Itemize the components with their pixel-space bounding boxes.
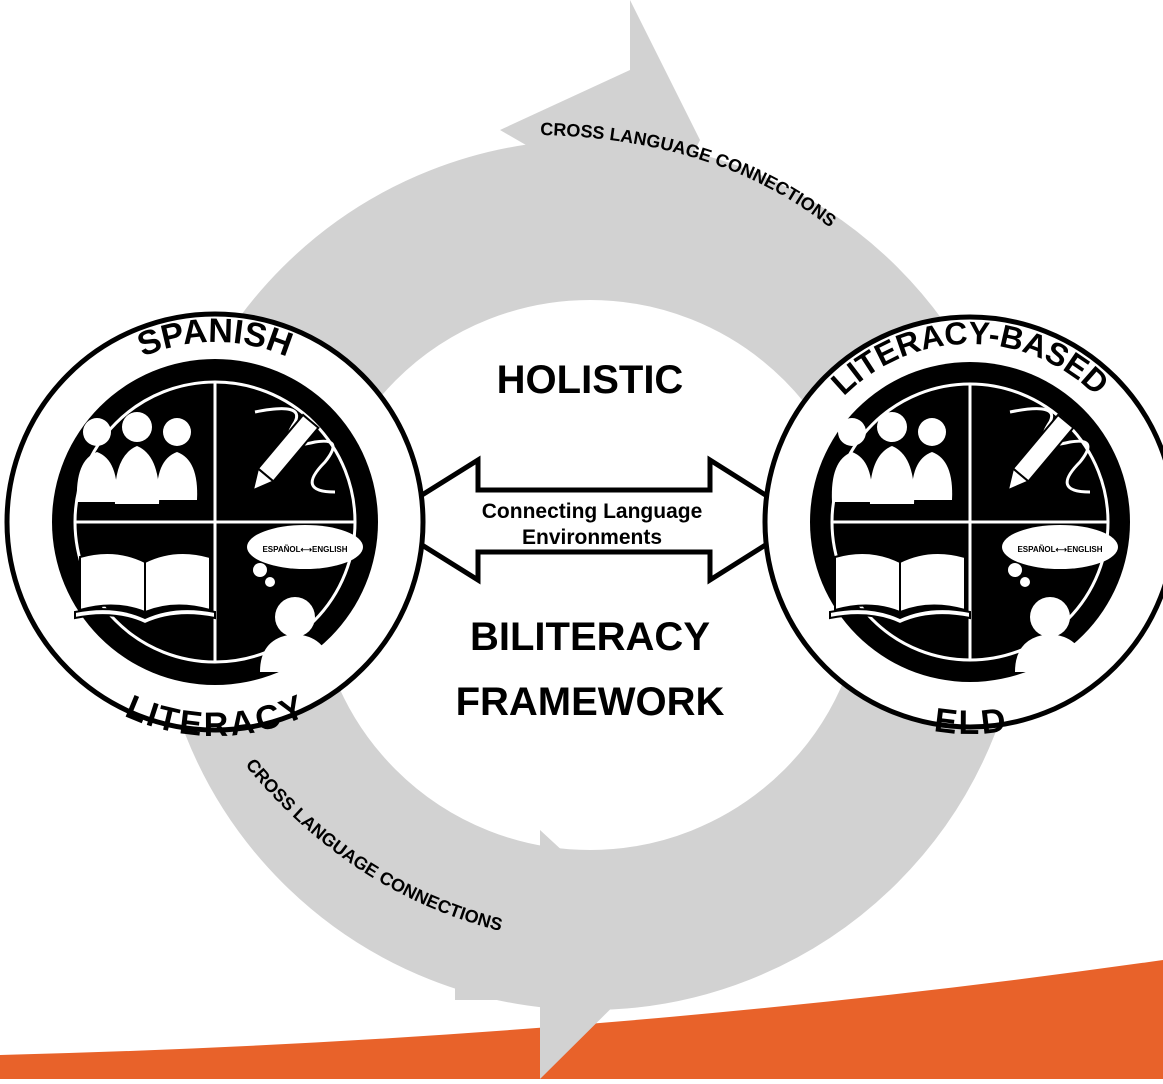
bottom-arrow-head (455, 830, 670, 1079)
arrow-text-line1: Connecting Language (482, 500, 703, 523)
accent-swoosh (0, 960, 1163, 1079)
biliteracy-title: BILITERACY (470, 615, 710, 659)
framework-title: FRAMEWORK (456, 680, 725, 724)
eld-label: ELD (932, 701, 1007, 742)
bubble-text-right: ESPAÑOL⟷ENGLISH (1017, 545, 1102, 554)
literacy-based-eld-badge: ESPAÑOL⟷ENGLISH LITERACY-BASED ELD (762, 314, 1163, 742)
spanish-literacy-badge: ESPAÑOL⟷ENGLISH SPANISH LITERACY (4, 311, 426, 744)
top-arrow-head (500, 0, 700, 285)
holistic-title: HOLISTIC (497, 358, 684, 402)
bubble-text-left: ESPAÑOL⟷ENGLISH (262, 545, 347, 554)
arrow-text-line2: Environments (522, 526, 662, 549)
